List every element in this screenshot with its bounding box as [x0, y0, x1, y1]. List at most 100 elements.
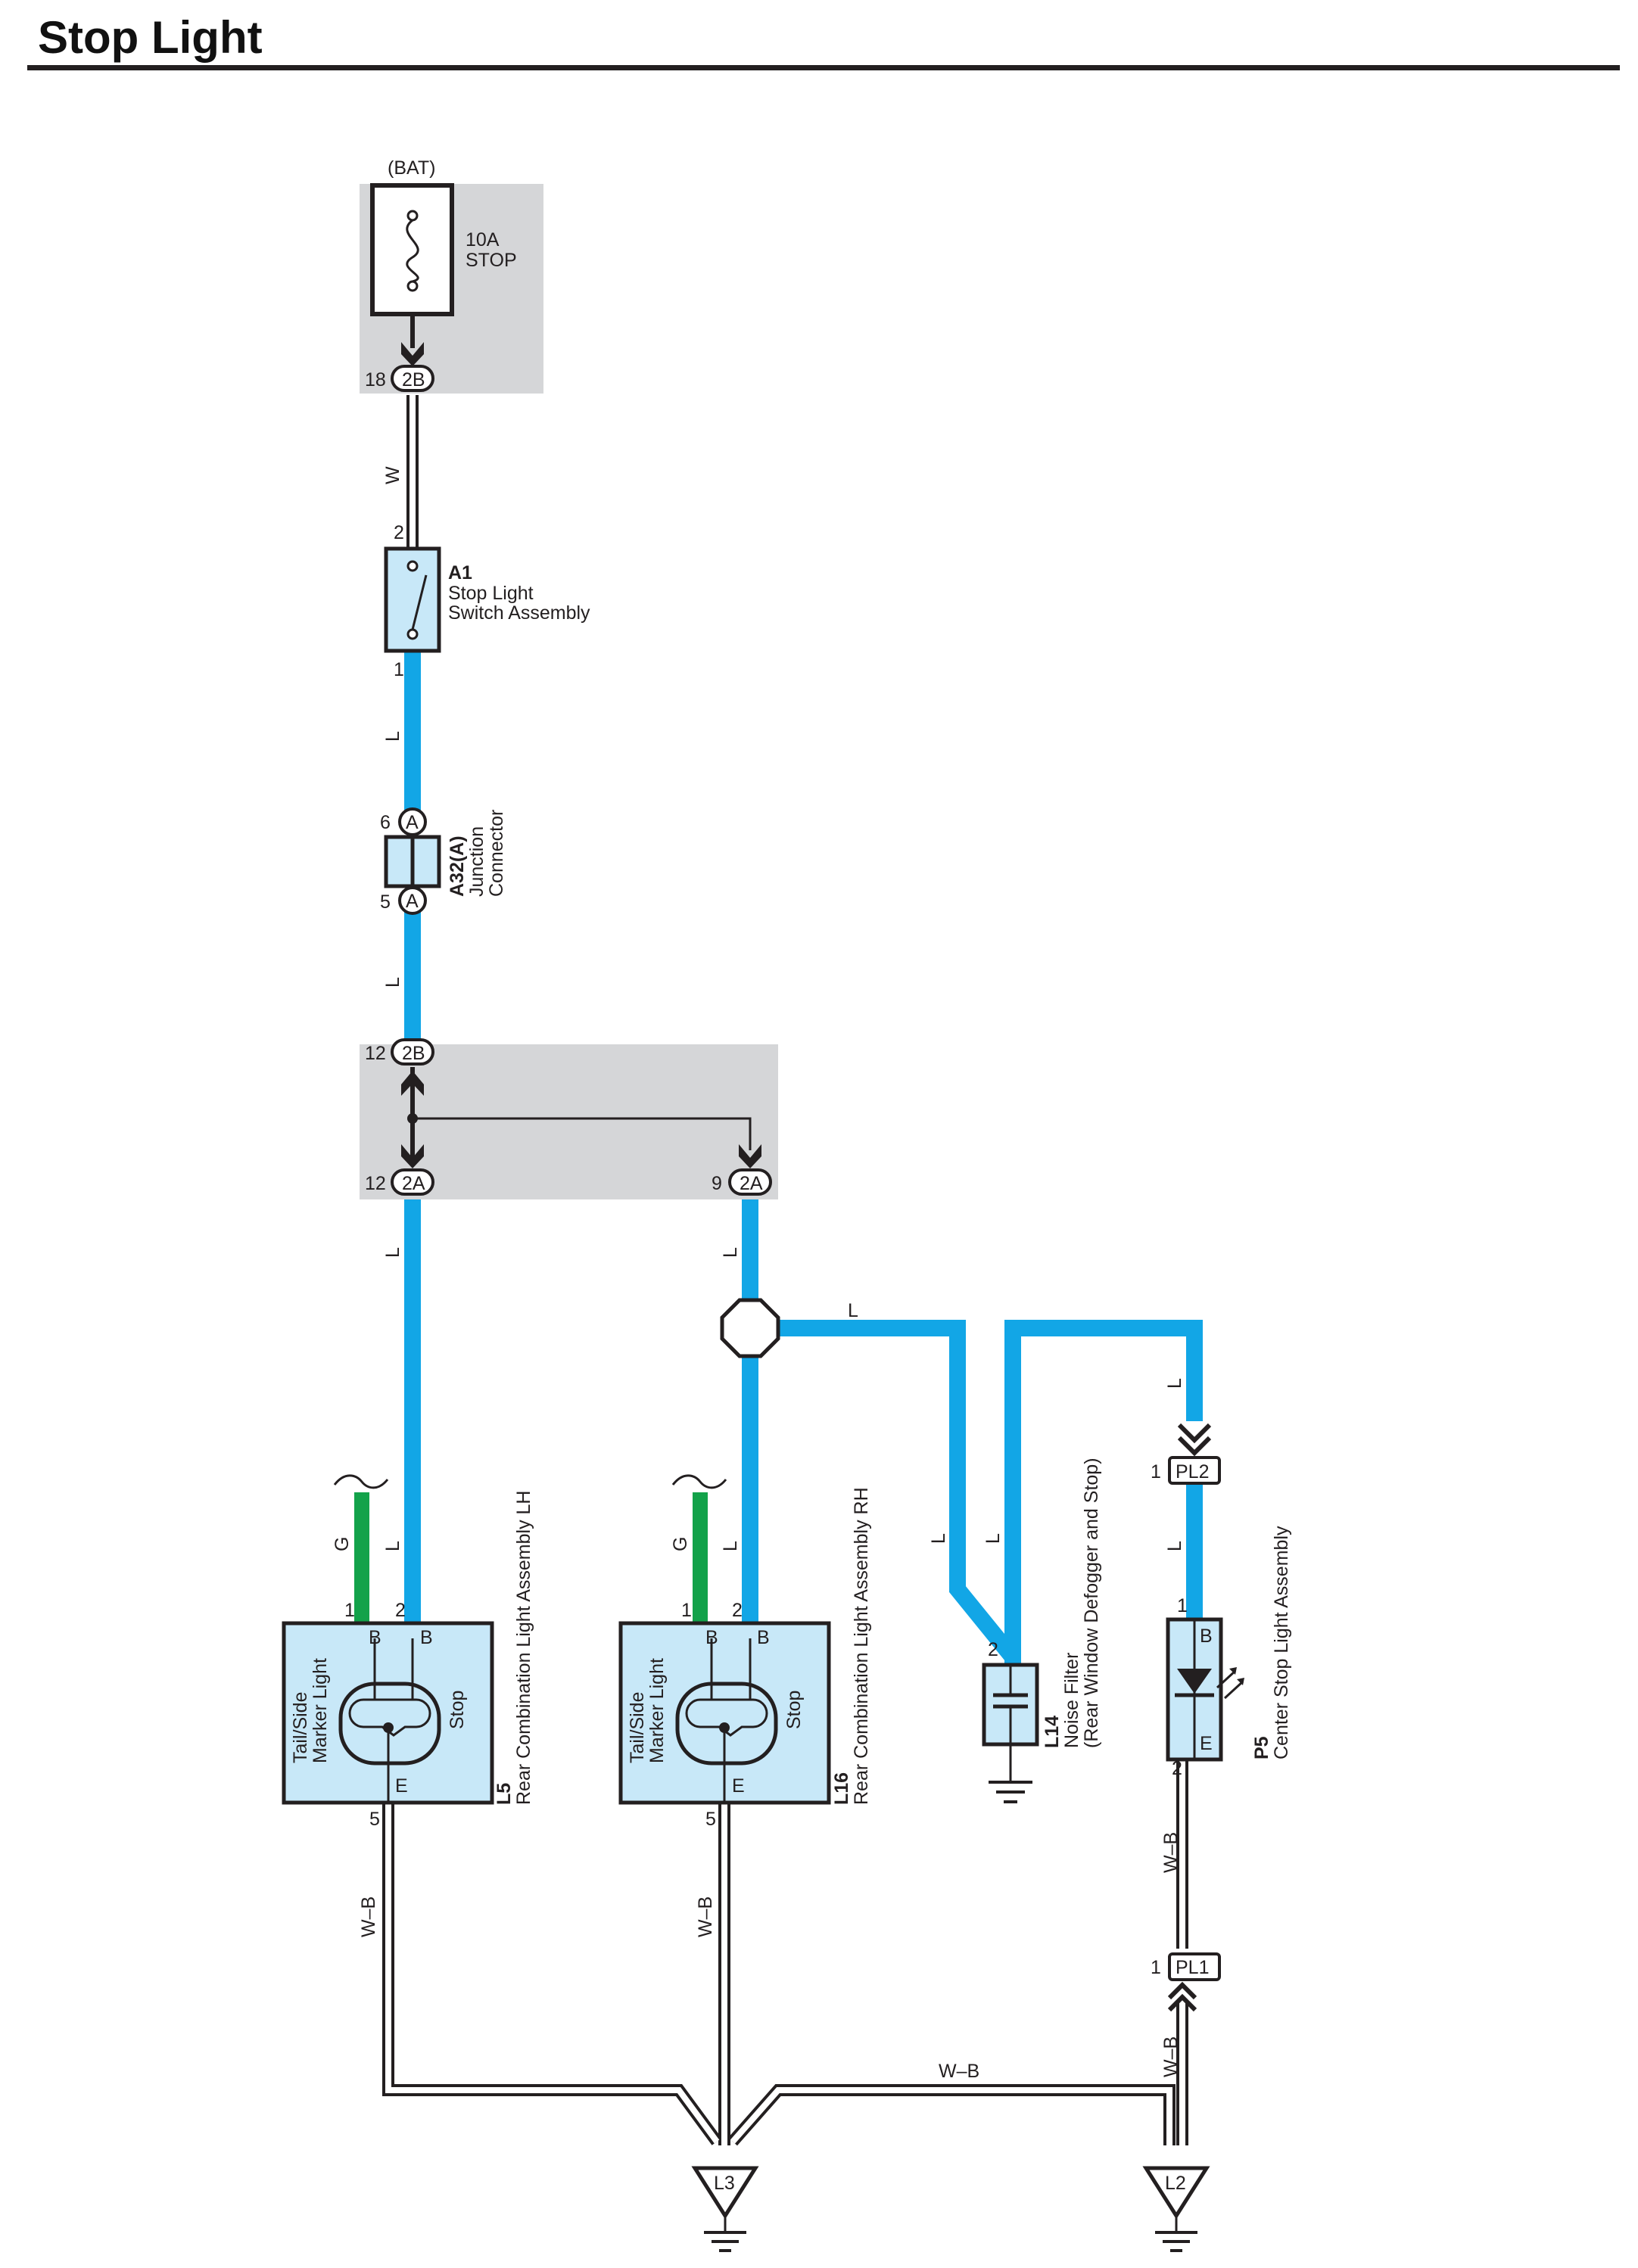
- lamp-lh-wire-l: L: [382, 1541, 403, 1551]
- switch-code: A1: [448, 562, 472, 583]
- lamp-rh-terminal-b1: B: [705, 1627, 718, 1648]
- noise-filter: [982, 1663, 1039, 1803]
- lamp-lh-pin1: 1: [344, 1600, 355, 1621]
- lamp-lh-wire-wb: W–B: [358, 1896, 379, 1937]
- pl2-arrow-icon: [1177, 1423, 1212, 1457]
- pl1-connector: [1168, 1952, 1221, 1981]
- center-stop-light: [1166, 1617, 1244, 1762]
- lamp-rh-tail-2: Marker Light: [646, 1658, 668, 1763]
- jc-name-2: Connector: [486, 810, 507, 897]
- lamp-rh-wire-g: G: [670, 1537, 691, 1551]
- lamp-rh-pin1: 1: [681, 1600, 692, 1621]
- lamp-lh-tail-1: Tail/Side: [290, 1692, 311, 1764]
- lamp-rh-pin2: 2: [732, 1600, 743, 1621]
- lamp-lh: [282, 1621, 494, 1805]
- jb-mid-pin-out2: 9: [712, 1173, 722, 1194]
- lamp-lh-code: L5: [494, 1783, 515, 1805]
- lamp-lh-tilde: [333, 1474, 389, 1489]
- lamp-lh-terminal-b1: B: [369, 1627, 381, 1648]
- wires-g: [354, 1492, 708, 1623]
- stop-light-switch: [384, 546, 441, 653]
- lamp-rh-tilde: [671, 1474, 727, 1489]
- switch-pin-top: 2: [394, 522, 404, 543]
- lamp-rh-tail-1: Tail/Side: [627, 1692, 648, 1764]
- center-stop-wire-wb: W–B: [1160, 1832, 1182, 1873]
- jc-pin-top: 6: [380, 812, 391, 833]
- lamp-rh-terminal-e: E: [732, 1775, 745, 1797]
- wire-l-label-6: L: [928, 1533, 949, 1544]
- wire-l-label-1: L: [382, 731, 403, 742]
- ground-l2-icon: [1142, 2166, 1210, 2252]
- pl2-label: PL2: [1176, 1461, 1209, 1482]
- splice-point: [720, 1298, 780, 1358]
- jc-top-marker: [398, 807, 427, 836]
- ground-l3-icon: [691, 2166, 759, 2252]
- lamp-rh-name: Rear Combination Light Assembly RH: [851, 1487, 872, 1805]
- wire-w-label: W: [382, 466, 403, 484]
- center-stop-pin-b: 1: [1177, 1595, 1188, 1616]
- jb-mid-connector-in: [391, 1038, 434, 1066]
- switch-pin-bottom: 1: [394, 659, 404, 680]
- power-source-label: (BAT): [388, 157, 435, 179]
- lamp-rh-code: L16: [831, 1772, 852, 1805]
- lamp-lh-terminal-e: E: [395, 1775, 408, 1797]
- noise-filter-pin: 2: [988, 1639, 998, 1660]
- jb-mid-connector-in-label: 2B: [402, 1043, 425, 1064]
- jb-top-pin: 18: [365, 369, 386, 390]
- junction-connector: [384, 835, 441, 888]
- wire-l-label-7: L: [982, 1533, 1004, 1544]
- noise-filter-name-1: Noise Filter: [1061, 1653, 1082, 1748]
- lamp-lh-name: Rear Combination Light Assembly LH: [513, 1491, 534, 1805]
- lamp-rh-pin5: 5: [705, 1809, 716, 1830]
- ground-l3-label: L3: [714, 2173, 735, 2194]
- ground-wire-wb-right: W–B: [1160, 2036, 1182, 2077]
- jb-mid-connector-out1: [391, 1168, 434, 1196]
- pl1-label: PL1: [1176, 1957, 1209, 1978]
- center-stop-pin-e: 2: [1172, 1758, 1182, 1779]
- lamp-rh-terminal-b2: B: [757, 1627, 770, 1648]
- jc-letter-top: A: [406, 812, 419, 833]
- jb-mid-pin-out1: 12: [365, 1173, 386, 1194]
- page-title: Stop Light: [38, 12, 263, 63]
- center-stop-terminal-e: E: [1200, 1733, 1213, 1754]
- wires-wb: [382, 1759, 1188, 2146]
- jb-mid-pin-in: 12: [365, 1043, 386, 1064]
- pl2-pin: 1: [1151, 1461, 1161, 1482]
- wire-l-label-9: L: [1164, 1541, 1185, 1551]
- wire-l-label-2: L: [382, 977, 403, 988]
- jb-mid-connector-out2-label: 2A: [740, 1173, 763, 1194]
- fuse-rating: 10A: [466, 229, 500, 250]
- lamp-lh-stop: Stop: [447, 1691, 468, 1729]
- lamp-rh: [618, 1621, 831, 1805]
- switch-name-2: Switch Assembly: [448, 602, 590, 624]
- lamp-lh-pin5: 5: [369, 1809, 380, 1830]
- noise-filter-name-2: (Rear Window Defogger and Stop): [1081, 1458, 1102, 1748]
- wire-l-label-5: L: [848, 1300, 858, 1321]
- pl2-connector: [1168, 1456, 1221, 1485]
- center-stop-code: P5: [1251, 1736, 1272, 1759]
- jc-pin-bottom: 5: [380, 891, 391, 913]
- title-divider: [27, 65, 1620, 70]
- jb-mid-connector-out1-label: 2A: [402, 1173, 425, 1194]
- switch-name-1: Stop Light: [448, 583, 534, 604]
- pl1-arrow-icon: [1167, 1981, 1197, 2012]
- lamp-rh-wire-l: L: [720, 1541, 741, 1551]
- jb-mid-internal: [401, 1067, 761, 1168]
- fuse-name: STOP: [466, 250, 517, 271]
- ground-l2-label: L2: [1165, 2173, 1186, 2194]
- wire-l-label-4: L: [720, 1247, 741, 1258]
- ground-wire-wb-mid: W–B: [939, 2061, 979, 2082]
- jc-letter-bottom: A: [406, 891, 419, 912]
- wire-l-label-3: L: [382, 1247, 403, 1258]
- jc-code: A32(A): [447, 835, 468, 897]
- center-stop-name: Center Stop Light Assembly: [1271, 1526, 1292, 1759]
- lamp-rh-wire-wb: W–B: [695, 1896, 716, 1937]
- center-stop-terminal-b: B: [1200, 1626, 1213, 1647]
- wire-l-label-8: L: [1164, 1378, 1185, 1389]
- fuse: [370, 183, 454, 366]
- lamp-lh-wire-g: G: [332, 1537, 353, 1551]
- lamp-rh-stop: Stop: [783, 1691, 805, 1729]
- jb-mid-connector-out2: [728, 1168, 772, 1196]
- lamp-lh-terminal-b2: B: [420, 1627, 433, 1648]
